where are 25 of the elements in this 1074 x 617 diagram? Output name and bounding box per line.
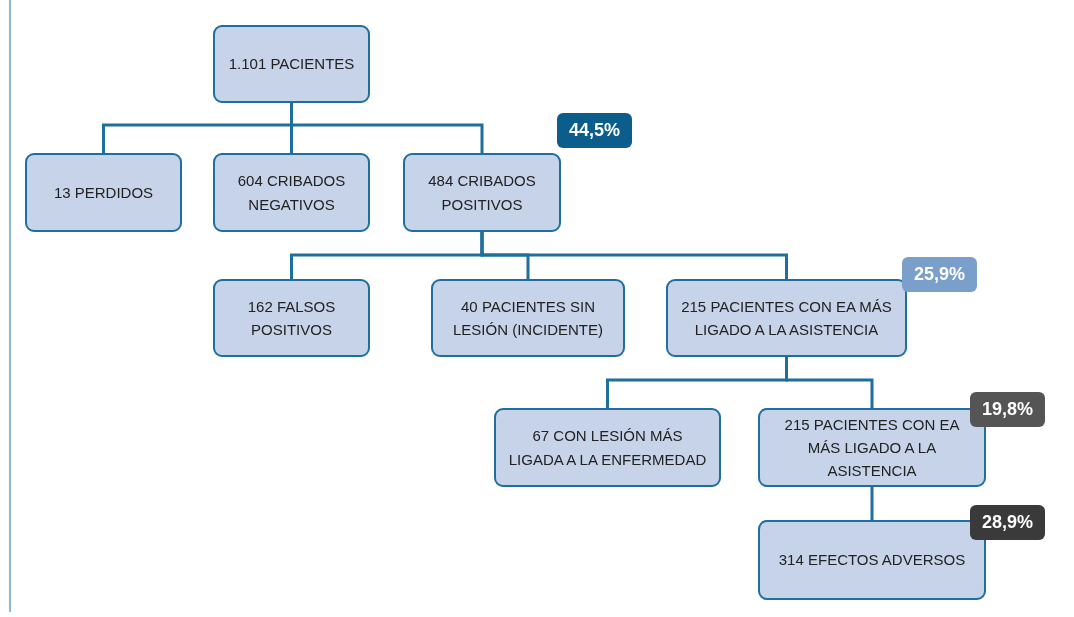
connector-line: [480, 232, 788, 279]
box-label: 484 CRIBADOS POSITIVOS: [427, 171, 537, 215]
connector-line: [290, 103, 484, 153]
box-label: 40 PACIENTES SIN LESIÓN (INCIDENTE): [452, 296, 604, 340]
box-label: 314 EFECTOS ADVERSOS: [778, 550, 966, 571]
process-box: [403, 153, 561, 232]
box-label: 215 PACIENTES CON EA MÁS LIGADO A LA ASISTENCIA: [783, 414, 961, 482]
process-box: [213, 153, 370, 232]
box-label: 215 PACIENTES CON EA MÁS LIGADO A LA ASISTENCIA: [680, 296, 893, 340]
process-box: [213, 279, 370, 357]
percentage-badge: 44,5%: [557, 113, 633, 148]
box-label: 67 CON LESIÓN MÁS LIGADA A LA ENFERMEDAD: [507, 426, 708, 470]
process-box: [213, 25, 370, 103]
box-label: 1.101 PACIENTES: [228, 54, 355, 75]
box-label: 13 PERDIDOS: [53, 182, 154, 203]
process-box: [494, 408, 721, 487]
percentage-badge: 28,9%: [970, 505, 1046, 540]
box-label: 162 FALSOS POSITIVOS: [246, 296, 337, 340]
process-box: [666, 279, 907, 357]
box-label: 604 CRIBADOS NEGATIVOS: [236, 171, 347, 215]
process-box: [25, 153, 182, 232]
percentage-badge: 19,8%: [970, 392, 1046, 427]
connector-line: [870, 487, 874, 520]
process-box: [431, 279, 625, 357]
percentage-badge: 25,9%: [902, 257, 978, 292]
